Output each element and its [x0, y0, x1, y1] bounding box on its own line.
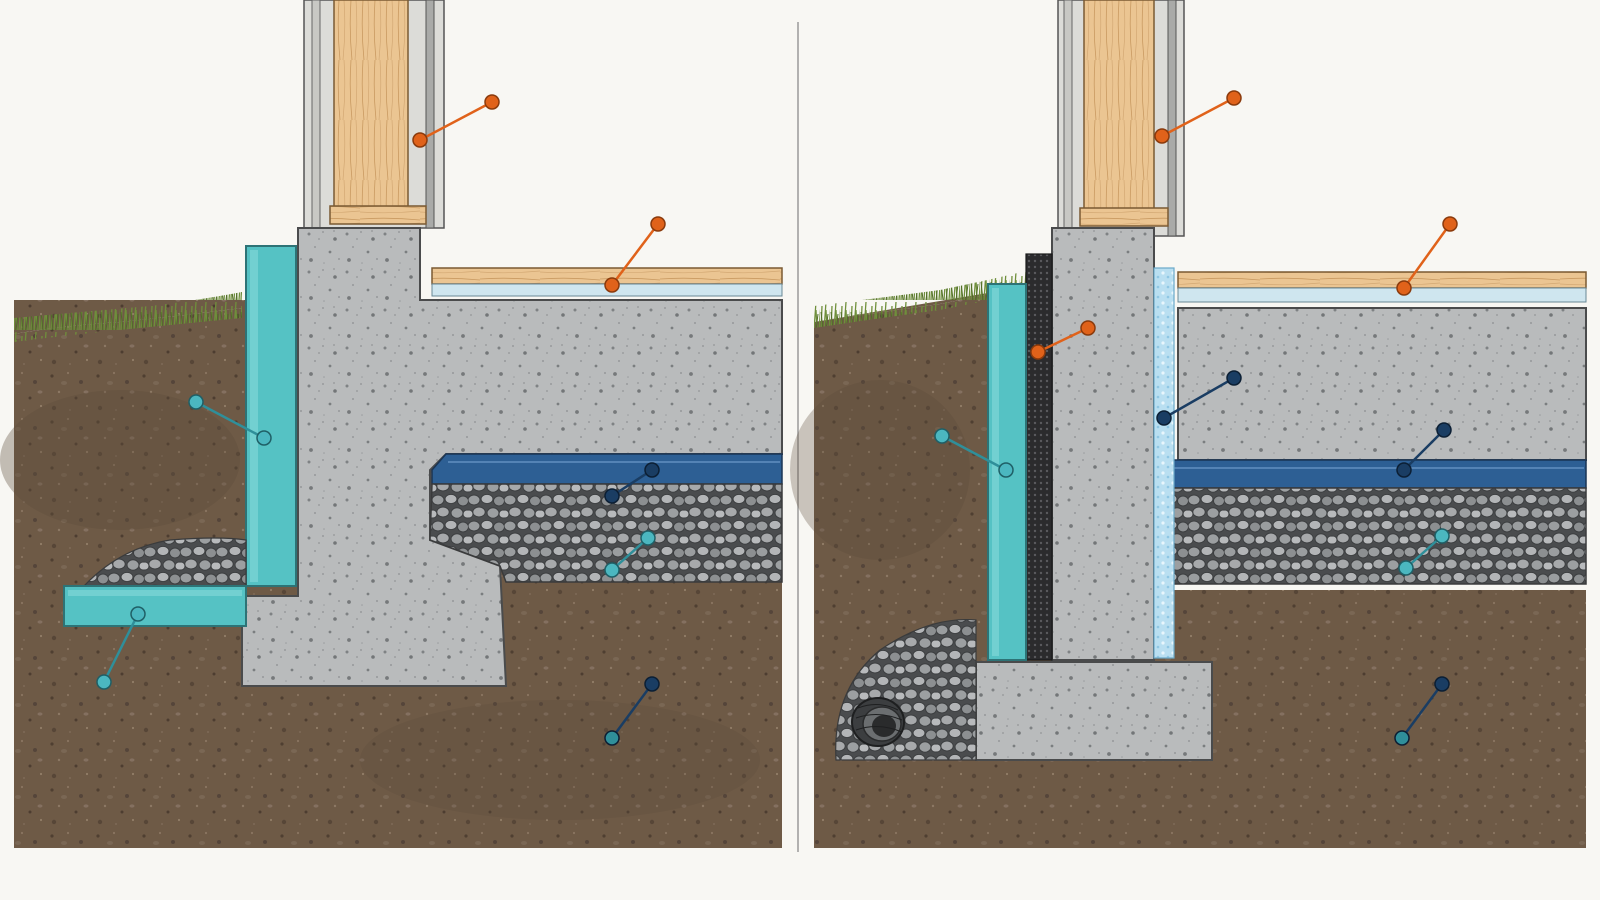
stud-wall: [1057, 0, 1185, 237]
left-panel-frost-protected-shallow-foundation: [0, 0, 784, 848]
right-callout-gravel-base: [1398, 528, 1450, 576]
left-callout-native-soil: [604, 676, 660, 746]
right-callout-stud-wall: [1154, 90, 1242, 144]
grass: [814, 270, 1030, 328]
left-callout-stud-wall: [412, 94, 500, 148]
left-callout-vertical-insulation: [188, 394, 272, 446]
left-callout-wing-insulation: [96, 606, 146, 690]
concrete-footing: [975, 661, 1213, 761]
dimple-drainage-membrane: [1025, 253, 1053, 661]
left-callout-gravel-base: [604, 530, 656, 578]
right-callout-dimple-membrane: [1030, 320, 1096, 360]
left-callout-vapor-barrier: [604, 462, 660, 504]
right-callout-exterior-insulation: [934, 428, 1014, 478]
right-callout-floor-finish: [1396, 216, 1458, 296]
concrete-slab: [1177, 307, 1587, 461]
stem-wall: [1051, 227, 1155, 661]
right-callout-interior-edge-insulation: [1156, 370, 1242, 426]
interior-edge-insulation: [1153, 267, 1175, 659]
perimeter-drain-pipe: [851, 697, 905, 747]
right-callout-vapor-barrier: [1396, 422, 1452, 478]
gravel-base: [429, 483, 783, 583]
exterior-gravel: [82, 537, 247, 587]
floor-finish: [1177, 271, 1587, 289]
gravel-base: [1159, 487, 1587, 585]
vapor-barrier: [1169, 459, 1587, 489]
right-panel-stem-wall-foundation: [790, 0, 1587, 848]
right-callout-native-soil: [1394, 676, 1450, 746]
left-callout-floor-finish: [604, 216, 666, 293]
stud-wall: [303, 0, 445, 229]
grass: [14, 292, 242, 342]
vapor-barrier: [431, 453, 783, 485]
